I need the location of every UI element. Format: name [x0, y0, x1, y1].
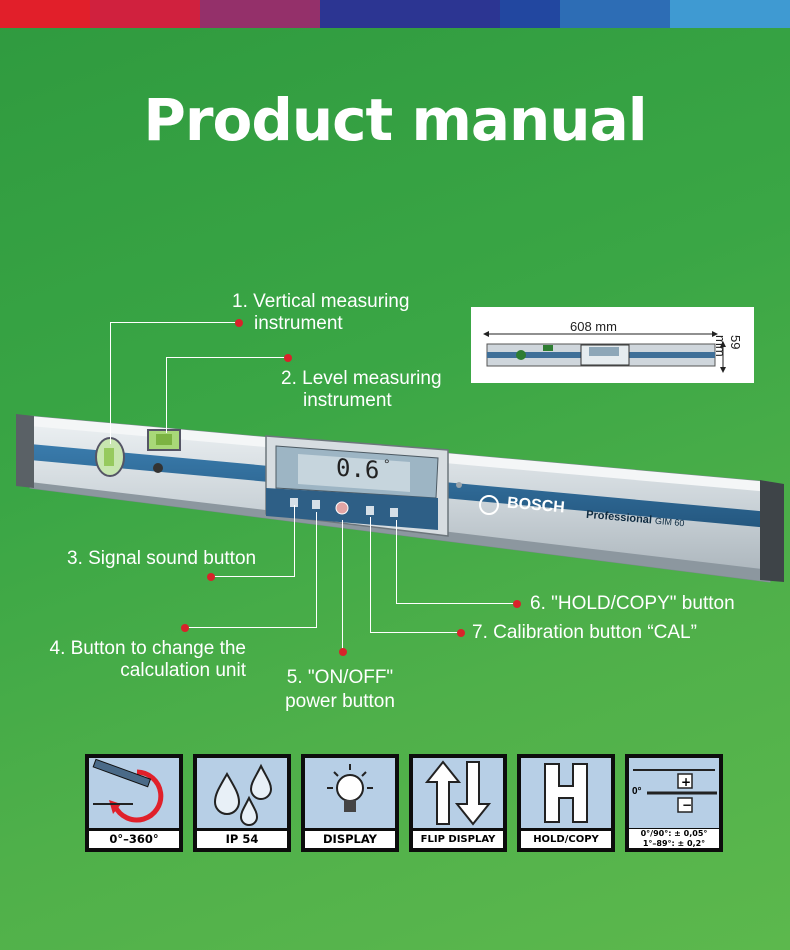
callout-5-line2: power button: [285, 691, 395, 712]
callout-1-line1: 1. Vertical measuring: [232, 291, 410, 312]
accuracy-drawing: + −: [633, 769, 717, 813]
callout-5: 5. "ON/OFF" power button: [270, 666, 410, 714]
stripe: [200, 0, 320, 28]
leader-line-2: [166, 357, 167, 433]
leader-line-4: [316, 512, 317, 627]
digital-level-device: [16, 414, 784, 583]
rotation-icon: [89, 758, 179, 828]
color-stripe-bar: [0, 0, 790, 28]
callout-dot-7: [457, 629, 465, 637]
svg-text:+: +: [681, 775, 691, 789]
leader-line-3: [210, 576, 295, 577]
feature-rotation: 0°–360°: [85, 754, 183, 852]
leader-line-1: [110, 322, 236, 323]
leader-line-7: [370, 632, 458, 633]
stripe: [670, 0, 790, 28]
callout-6: 6. "HOLD/COPY" button: [530, 593, 735, 614]
page-title: Product manual: [143, 86, 647, 154]
display-reading: 0.6: [336, 453, 380, 485]
stripe: [0, 0, 90, 28]
length-dimension: 608 mm: [570, 319, 617, 334]
leader-line-2: [166, 357, 286, 358]
light-bulb-drawing: [327, 764, 373, 812]
feature-display: DISPLAY: [301, 754, 399, 852]
callout-3: 3. Signal sound button: [67, 548, 257, 569]
feature-label: DISPLAY: [305, 831, 395, 848]
callout-7: 7. Calibration button “CAL”: [472, 622, 697, 643]
display-unit: °: [384, 456, 390, 472]
callout-5-line1: 5. "ON/OFF": [286, 667, 394, 688]
leader-line-6: [396, 603, 514, 604]
callout-1-line2: instrument: [254, 313, 343, 334]
hold-h-drawing: [544, 763, 588, 823]
callout-2-line1: 2. Level measuring: [281, 368, 442, 389]
feature-ip54: IP 54: [193, 754, 291, 852]
accuracy-line1: 0°/90°: ± 0,05°: [640, 829, 708, 838]
callout-4-line1: 4. Button to change the: [49, 638, 247, 659]
feature-label: 0°–360°: [89, 831, 179, 848]
feature-flip-display: FLIP DISPLAY: [409, 754, 507, 852]
leader-line-4: [184, 627, 317, 628]
dimension-drawing: [483, 331, 726, 373]
accuracy-zero: 0°: [632, 786, 642, 797]
callout-2-line2: instrument: [303, 390, 392, 411]
accuracy-line2: 1°–89°: ± 0,2°: [642, 838, 706, 848]
accuracy-icon: + − 0°: [629, 758, 719, 828]
rotation-drawing: [92, 758, 164, 823]
callout-4-line2: calculation unit: [120, 660, 246, 681]
stripe: [320, 0, 500, 28]
feature-hold-copy: HOLD/COPY: [517, 754, 615, 852]
leader-line-3: [294, 505, 295, 576]
light-bulb-icon: [305, 758, 395, 828]
stripe: [500, 0, 560, 28]
model-name: GIM 60: [654, 515, 685, 529]
stripe: [560, 0, 670, 28]
callout-dot-4: [181, 624, 189, 632]
dimension-box: 608 mm 59 mm: [471, 307, 754, 383]
flip-arrows-drawing: [424, 760, 492, 826]
callout-1: 1. Vertical measuring instrument: [232, 291, 409, 335]
flip-arrows-icon: [413, 758, 503, 828]
callout-4: 4. Button to change the calculation unit: [30, 638, 247, 682]
leader-line-6: [396, 520, 397, 603]
water-drops-drawing: [213, 763, 273, 826]
leader-line-5: [342, 520, 343, 650]
feature-accuracy: + − 0° 0°/90°: ± 0,05° 1°–89°: ± 0,2°: [625, 754, 723, 852]
feature-label: FLIP DISPLAY: [413, 831, 503, 848]
callout-2: 2. Level measuring instrument: [281, 368, 442, 412]
callout-dot-5: [339, 648, 347, 656]
callout-dot-1: [235, 319, 243, 327]
leader-line-1: [110, 322, 111, 444]
leader-line-7: [370, 517, 371, 632]
svg-text:−: −: [682, 798, 692, 812]
stripe: [90, 0, 200, 28]
height-dimension: 59 mm: [713, 335, 743, 357]
callout-dot-6: [513, 600, 521, 608]
feature-label: HOLD/COPY: [521, 831, 611, 848]
feature-label: 0°/90°: ± 0,05° 1°–89°: ± 0,2°: [629, 829, 719, 848]
callout-dot-2: [284, 354, 292, 362]
feature-label: IP 54: [197, 831, 287, 848]
water-drops-icon: [197, 758, 287, 828]
hold-h-icon: [521, 758, 611, 828]
callout-dot-3: [207, 573, 215, 581]
